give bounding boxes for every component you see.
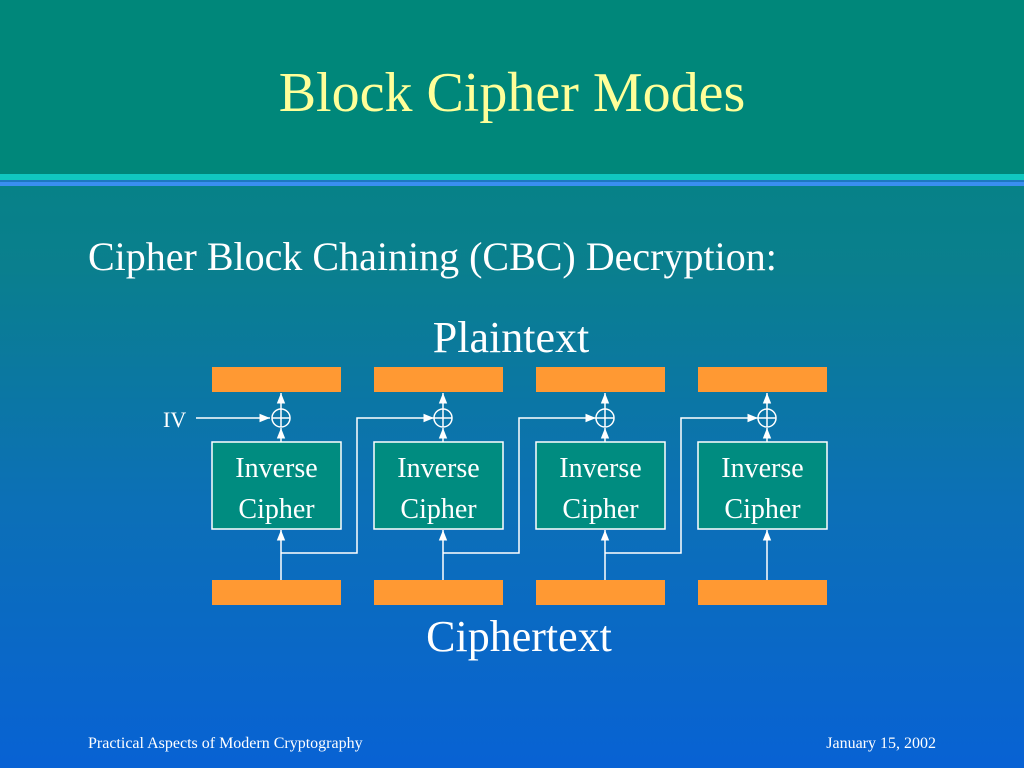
- plaintext-block-4: [698, 367, 827, 392]
- chaining-line-3: [605, 413, 758, 554]
- inverse-cipher-label-line1-3: Inverse: [559, 453, 641, 484]
- title-band: [0, 0, 1024, 172]
- inverse-cipher-label-line2-4: Cipher: [724, 494, 801, 525]
- ciphertext-block-1: [212, 580, 341, 605]
- inverse-cipher-label-line1-1: Inverse: [235, 453, 317, 484]
- footer-date: January 15, 2002: [826, 735, 936, 752]
- inverse-cipher-label-line2-3: Cipher: [562, 494, 639, 525]
- plaintext-block-3: [536, 367, 665, 392]
- inverse-cipher-label-line1-4: Inverse: [721, 453, 803, 484]
- plaintext-block-2: [374, 367, 503, 392]
- ciphertext-block-2: [374, 580, 503, 605]
- inverse-cipher-box-4: [697, 441, 828, 530]
- plaintext-block-1: [212, 367, 341, 392]
- inverse-cipher-label-line2-2: Cipher: [400, 494, 477, 525]
- chaining-line-2: [443, 413, 596, 554]
- plaintext-label: Plaintext: [432, 313, 590, 362]
- footer-course-title: Practical Aspects of Modern Cryptography: [88, 735, 363, 752]
- iv-label: IV: [163, 407, 186, 432]
- ciphertext-block-4: [698, 580, 827, 605]
- inverse-cipher-box-2: [373, 441, 504, 530]
- ciphertext-block-3: [536, 580, 665, 605]
- inverse-cipher-box-3: [535, 441, 666, 530]
- inverse-cipher-label-line2-1: Cipher: [238, 494, 315, 525]
- ciphertext-label: Ciphertext: [426, 612, 612, 661]
- title-divider: [0, 172, 1024, 188]
- inverse-cipher-box-1: [211, 441, 342, 530]
- slide-heading: Cipher Block Chaining (CBC) Decryption:: [88, 234, 777, 279]
- inverse-cipher-label-line1-2: Inverse: [397, 453, 479, 484]
- chaining-line-1: [281, 413, 434, 554]
- slide-title: Block Cipher Modes: [278, 62, 746, 124]
